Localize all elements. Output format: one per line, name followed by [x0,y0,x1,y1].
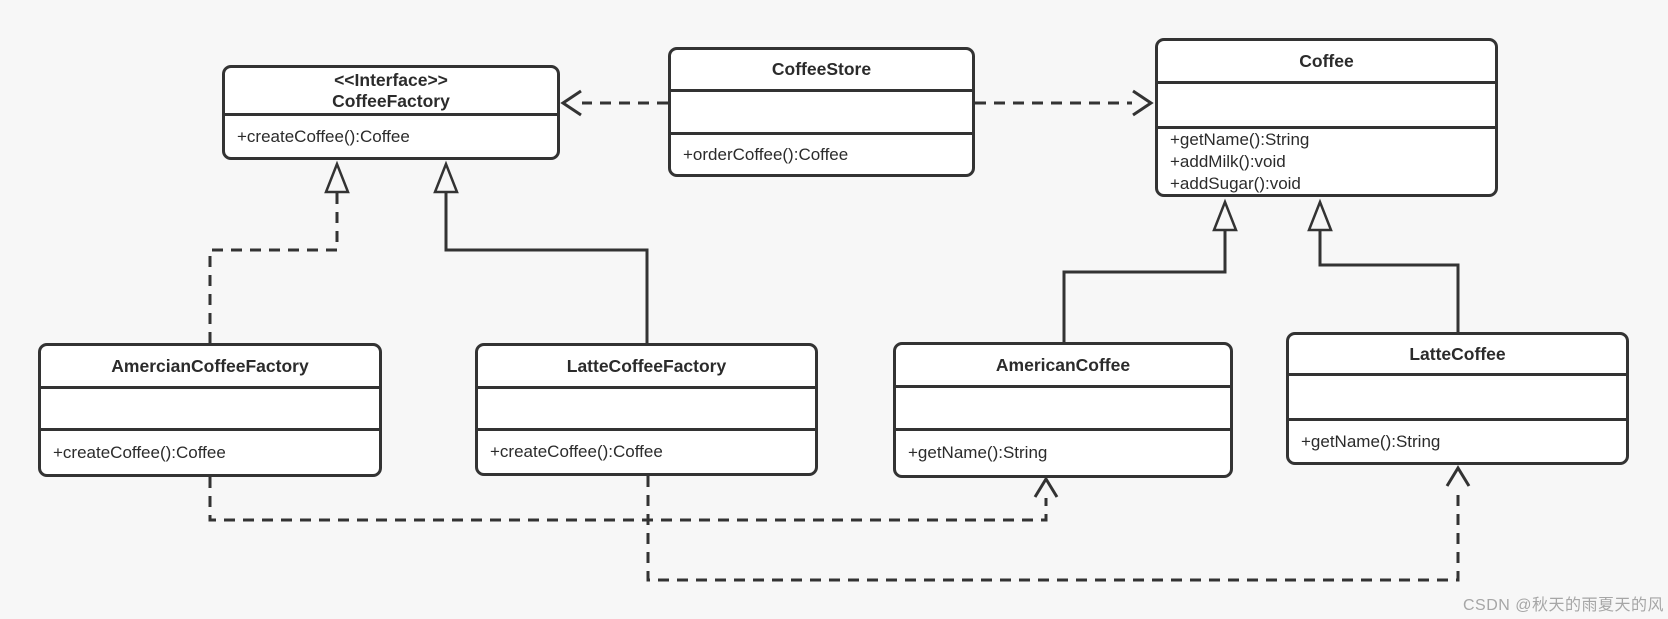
dependency-arrow-lattefactory-to-lattecoffee [646,465,1471,582]
class-method: +getName():String [1170,129,1310,149]
class-box-coffee: Coffee +getName():String +addMilk():void… [1155,38,1498,197]
class-method: +addMilk():void [1170,151,1286,171]
realization-arrow-amercianfactory-to-factory [208,160,350,343]
class-attributes-empty [896,385,1230,428]
class-box-coffeefactory: <<Interface>> CoffeeFactory +createCoffe… [222,65,560,160]
watermark: CSDN @秋天的雨夏天的风 [1462,597,1664,614]
dependency-arrow-store-to-factory [560,89,668,117]
class-attributes-empty [1289,373,1626,418]
class-title: AmercianCoffeeFactory [111,355,309,376]
class-attributes-empty [1158,81,1495,126]
class-methods: +orderCoffee():Coffee [671,132,972,174]
class-method: +createCoffee():Coffee [237,126,410,146]
dependency-arrow-store-to-coffee [975,89,1154,117]
class-stereotype: <<Interface>> [334,69,448,90]
class-box-amerciancoffeefactory: AmercianCoffeeFactory +createCoffee():Co… [38,343,382,477]
class-attributes-empty [671,89,972,132]
class-method: +createCoffee():Coffee [490,442,663,461]
class-methods: +getName():String [896,428,1230,475]
class-methods: +createCoffee():Coffee [41,428,379,474]
class-attributes-empty [478,386,815,428]
class-methods: +createCoffee():Coffee [225,113,557,157]
dependency-arrow-amercianfactory-to-americancoffee [208,476,1059,522]
class-box-lattecoffee: LatteCoffee +getName():String [1286,332,1629,465]
class-method: +createCoffee():Coffee [53,442,226,462]
class-box-lattecoffeefactory: LatteCoffeeFactory +createCoffee():Coffe… [475,343,818,476]
class-title: CoffeeStore [771,59,872,79]
class-method: +getName():String [908,443,1048,462]
generalization-arrow-americancoffee-to-coffee [1062,198,1238,342]
class-title: LatteCoffeeFactory [566,355,727,376]
class-box-coffeestore: CoffeeStore +orderCoffee():Coffee [668,47,975,177]
class-method: +orderCoffee():Coffee [683,144,849,164]
class-title: AmericanCoffee [995,354,1131,375]
class-methods: +createCoffee():Coffee [478,428,815,473]
class-box-americancoffee: AmericanCoffee +getName():String [893,342,1233,478]
generalization-arrow-lattefactory-to-factory [433,160,649,343]
class-methods: +getName():String [1289,418,1626,462]
class-methods: +getName():String +addMilk():void +addSu… [1158,126,1495,194]
generalization-arrow-lattecoffee-to-coffee [1307,198,1460,332]
class-method: +getName():String [1301,431,1441,451]
class-method: +addSugar():void [1170,173,1301,193]
class-attributes-empty [41,386,379,428]
class-title: <<Interface>> CoffeeFactory [225,68,557,113]
class-title: LatteCoffee [1409,343,1506,364]
class-title: Coffee [1299,50,1354,71]
class-title-text: CoffeeFactory [332,90,450,111]
